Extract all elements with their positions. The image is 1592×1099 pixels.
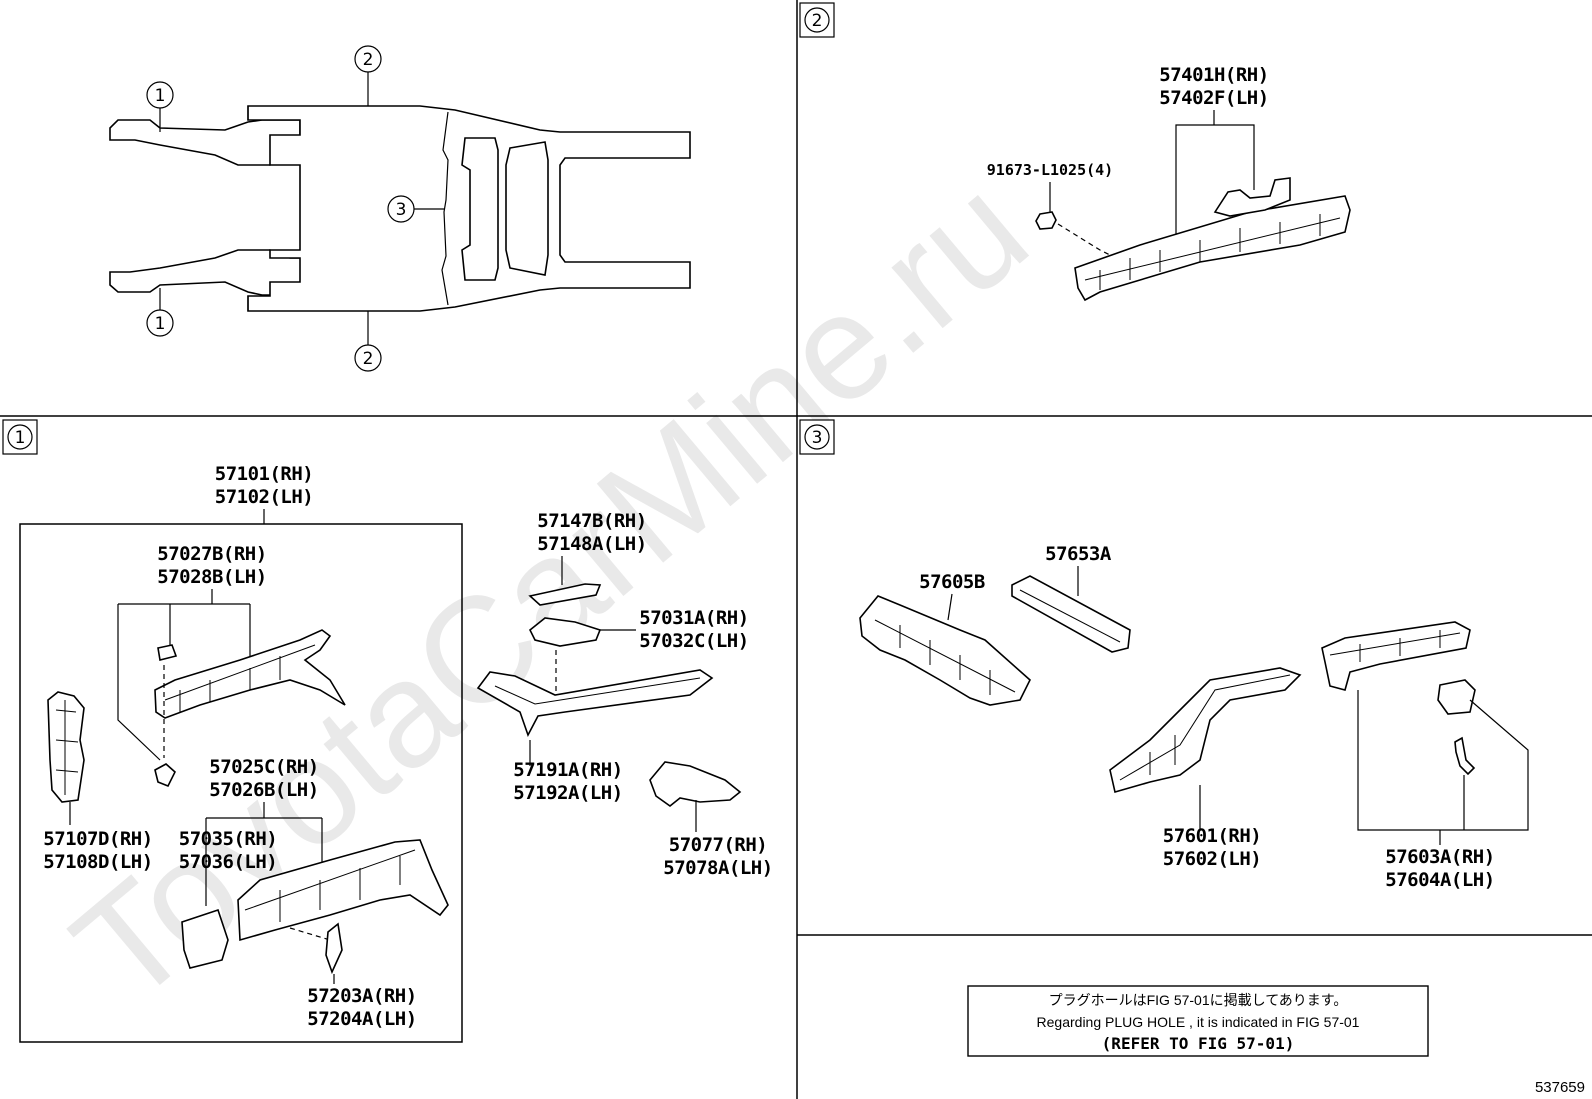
part-57025-rh[interactable]: 57025C(RH) xyxy=(209,756,319,778)
svg-text:2: 2 xyxy=(363,50,374,70)
reinforcement-57031 xyxy=(528,617,602,647)
part-57078-lh[interactable]: 57078A(LH) xyxy=(663,857,773,879)
section-2-marker: 2 xyxy=(799,2,835,38)
part-57602-lh[interactable]: 57602(LH) xyxy=(1163,848,1262,870)
callout-2-upper[interactable]: 2 xyxy=(354,45,382,106)
figure-number: 537659 xyxy=(1535,1079,1585,1096)
callout-2-lower[interactable]: 2 xyxy=(354,311,382,372)
svg-text:1: 1 xyxy=(15,428,26,448)
bracket-57077 xyxy=(649,761,742,808)
part-57192-lh[interactable]: 57192A(LH) xyxy=(513,782,623,804)
part-57028-lh[interactable]: 57028B(LH) xyxy=(157,566,267,588)
part-57027-rh[interactable]: 57027B(RH) xyxy=(157,543,267,565)
section-1-panel: 1 57101(RH) 57102(LH) 57027B(RH) 57028B(… xyxy=(2,419,773,1043)
note-english: Regarding PLUG HOLE , it is indicated in… xyxy=(1037,1014,1360,1030)
callout-1-lower[interactable]: 1 xyxy=(146,288,174,337)
rear-member-57603 xyxy=(1321,621,1471,691)
part-57402-lh[interactable]: 57402F(LH) xyxy=(1159,87,1269,109)
section-1-marker: 1 xyxy=(2,419,38,455)
svg-text:3: 3 xyxy=(396,200,407,220)
plug-hole-note: プラグホールはFIG 57-01に掲載してあります。 Regarding PLU… xyxy=(967,985,1429,1057)
dash-crossmember-57605 xyxy=(859,595,1031,706)
part-57036-lh[interactable]: 57036(LH) xyxy=(179,851,278,873)
tunnel-right-panel xyxy=(505,141,549,276)
note-refer[interactable]: (REFER TO FIG 57-01) xyxy=(1102,1034,1295,1053)
part-57603-rh[interactable]: 57603A(RH) xyxy=(1385,846,1495,868)
overview-panel: 1 2 3 1 2 xyxy=(109,45,691,372)
part-57101-rh[interactable]: 57101(RH) xyxy=(215,463,314,485)
front-side-member-lower xyxy=(237,839,449,942)
leader-57401 xyxy=(1175,110,1255,240)
part-57031-rh[interactable]: 57031A(RH) xyxy=(639,607,749,629)
note-japanese: プラグホールはFIG 57-01に掲載してあります。 xyxy=(1049,992,1348,1008)
side-member-57601 xyxy=(1109,667,1302,794)
part-57148-lh[interactable]: 57148A(LH) xyxy=(537,533,647,555)
part-57077-rh[interactable]: 57077(RH) xyxy=(669,834,768,856)
part-57108-lh[interactable]: 57108D(LH) xyxy=(43,851,153,873)
part-57107-rh[interactable]: 57107D(RH) xyxy=(43,828,153,850)
section-3-marker: 3 xyxy=(799,419,835,455)
bracket-57035 xyxy=(181,908,229,969)
pillar-bracket-57107 xyxy=(47,691,85,803)
svg-text:1: 1 xyxy=(155,86,166,106)
gusset-57203 xyxy=(325,922,343,975)
bracket-57603 xyxy=(1437,679,1476,715)
part-57102-lh[interactable]: 57102(LH) xyxy=(215,486,314,508)
rear-rail-bracket xyxy=(1213,177,1291,217)
svg-text:1: 1 xyxy=(155,314,166,334)
part-57026-lh[interactable]: 57026B(LH) xyxy=(209,779,319,801)
section-3-panel: 3 57653A 57605B 57601(RH) 57602(LH) 5760… xyxy=(799,419,1529,891)
part-57032-lh[interactable]: 57032C(LH) xyxy=(639,630,749,652)
plate-57147 xyxy=(528,583,602,606)
assembly-57101-box xyxy=(19,523,463,1043)
part-57147-rh[interactable]: 57147B(RH) xyxy=(537,510,647,532)
section-2-panel: 2 57401H(RH) 57402F(LH) 91673-L1025(4) xyxy=(799,2,1351,302)
svg-text:2: 2 xyxy=(812,11,823,31)
bracket-lower-57027 xyxy=(154,763,176,788)
stud-57603 xyxy=(1454,736,1476,776)
svg-text:2: 2 xyxy=(363,349,374,369)
extension-57191 xyxy=(476,669,714,738)
part-57605[interactable]: 57605B xyxy=(919,571,985,593)
part-57653[interactable]: 57653A xyxy=(1045,543,1112,565)
bracket-57027 xyxy=(157,644,178,661)
rear-floor-side-rail xyxy=(1074,195,1351,302)
dash-panel-edge xyxy=(441,111,449,306)
part-57191-rh[interactable]: 57191A(RH) xyxy=(513,759,623,781)
part-91673-nut[interactable]: 91673-L1025(4) xyxy=(987,161,1113,179)
part-57601-rh[interactable]: 57601(RH) xyxy=(1163,825,1262,847)
part-57203-rh[interactable]: 57203A(RH) xyxy=(307,985,417,1007)
part-57401-rh[interactable]: 57401H(RH) xyxy=(1159,64,1269,86)
callout-1-upper[interactable]: 1 xyxy=(146,81,174,132)
nut-icon xyxy=(1035,211,1057,230)
part-57035-rh[interactable]: 57035(RH) xyxy=(179,828,278,850)
floor-crossmember-57653 xyxy=(1011,575,1131,653)
callout-3[interactable]: 3 xyxy=(387,195,444,223)
svg-text:3: 3 xyxy=(812,428,823,448)
tunnel-left-panel xyxy=(461,137,499,281)
part-57604-lh[interactable]: 57604A(LH) xyxy=(1385,869,1495,891)
floor-outline xyxy=(247,105,691,312)
part-57204-lh[interactable]: 57204A(LH) xyxy=(307,1008,417,1030)
